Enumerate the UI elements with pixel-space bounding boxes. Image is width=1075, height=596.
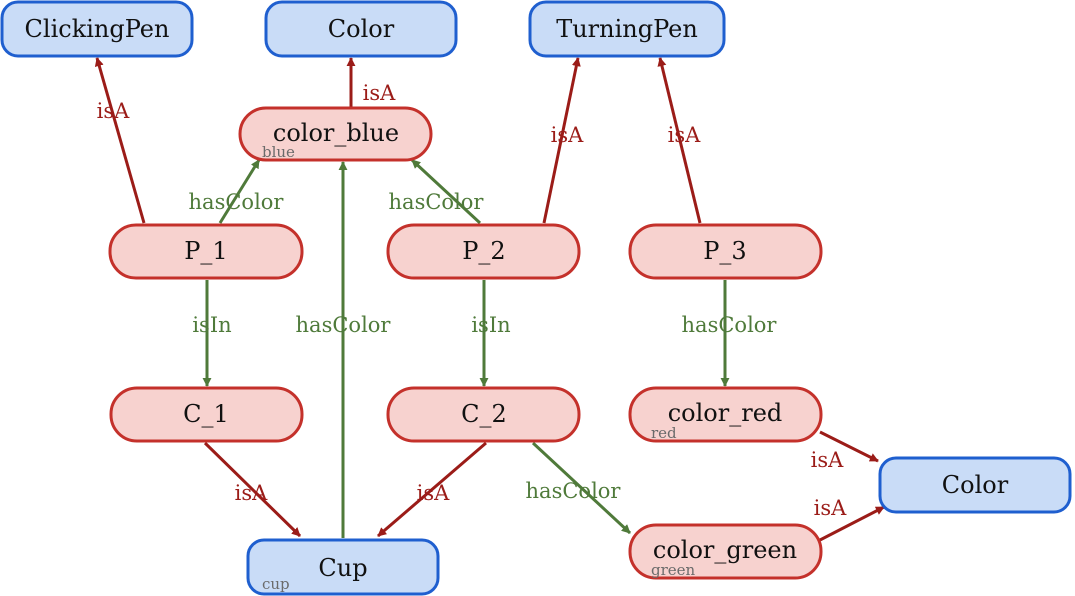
edge-label-hasColor: hasColor	[189, 190, 285, 214]
node-label: C_2	[461, 400, 507, 428]
edge-label-isA: isA	[235, 481, 268, 505]
edge-label-hasColor: hasColor	[389, 190, 485, 214]
node-color-green[interactable]: color_green green	[628, 523, 823, 580]
node-c2[interactable]: C_2	[386, 386, 581, 443]
node-sublabel: blue	[262, 143, 295, 161]
edge-p3-isA-turningpen	[657, 57, 702, 224]
node-label: Color	[328, 15, 395, 43]
edge-label-isA: isA	[814, 496, 847, 520]
node-c1[interactable]: C_1	[109, 386, 304, 443]
edge-p1-hasColor-blue	[218, 159, 261, 224]
node-p1[interactable]: P_1	[108, 223, 304, 280]
node-color-right[interactable]: Color	[878, 456, 1072, 514]
edge-label-isA: isA	[551, 123, 584, 147]
node-turningpen[interactable]: TurningPen	[528, 0, 726, 58]
node-label: P_2	[462, 237, 505, 265]
edge-p2-isA-turningpen	[542, 57, 581, 224]
node-p3[interactable]: P_3	[628, 223, 823, 280]
node-label: Cup	[318, 554, 367, 582]
node-label: color_green	[653, 536, 797, 564]
edge-label-isA: isA	[363, 81, 396, 105]
edge-labels: isA isA isA isA hasColor hasColor hasCol…	[97, 81, 847, 520]
node-label: Color	[942, 471, 1009, 499]
node-sublabel: green	[651, 561, 696, 579]
node-color-top[interactable]: Color	[264, 0, 458, 58]
node-label: C_1	[183, 400, 229, 428]
edge-label-isA: isA	[668, 123, 701, 147]
edge-label-hasColor: hasColor	[526, 479, 622, 503]
edge-label-isA: isA	[97, 99, 130, 123]
node-label: TurningPen	[556, 15, 698, 43]
node-cup[interactable]: Cup cup	[246, 538, 440, 596]
node-color-blue[interactable]: color_blue blue	[238, 106, 433, 162]
edges	[94, 57, 885, 542]
edge-label-isA: isA	[417, 481, 450, 505]
node-label: P_1	[184, 237, 227, 265]
node-label: ClickingPen	[25, 15, 170, 43]
edge-label-hasColor: hasColor	[682, 313, 778, 337]
edge-label-isIn: isIn	[471, 313, 510, 337]
edge-red-isA-color	[819, 430, 879, 463]
edge-label-hasColor: hasColor	[296, 313, 392, 337]
node-sublabel: red	[651, 424, 677, 442]
edge-c2-isA-cup	[377, 441, 487, 538]
edge-p1-isA-clickingpen	[94, 57, 146, 224]
node-p2[interactable]: P_2	[386, 223, 581, 280]
node-label: color_red	[668, 399, 783, 427]
edge-p2-hasColor-blue	[410, 158, 482, 225]
node-label: color_blue	[273, 119, 399, 147]
node-color-red[interactable]: color_red red	[628, 386, 823, 443]
edge-c1-isA-cup	[203, 441, 302, 538]
node-sublabel: cup	[262, 575, 290, 593]
node-clickingpen[interactable]: ClickingPen	[0, 0, 194, 58]
edge-label-isIn: isIn	[192, 313, 231, 337]
edge-label-isA: isA	[811, 448, 844, 472]
edge-c2-hasColor-green	[531, 441, 632, 535]
node-label: P_3	[703, 237, 746, 265]
edge-green-isA-color	[819, 505, 885, 542]
